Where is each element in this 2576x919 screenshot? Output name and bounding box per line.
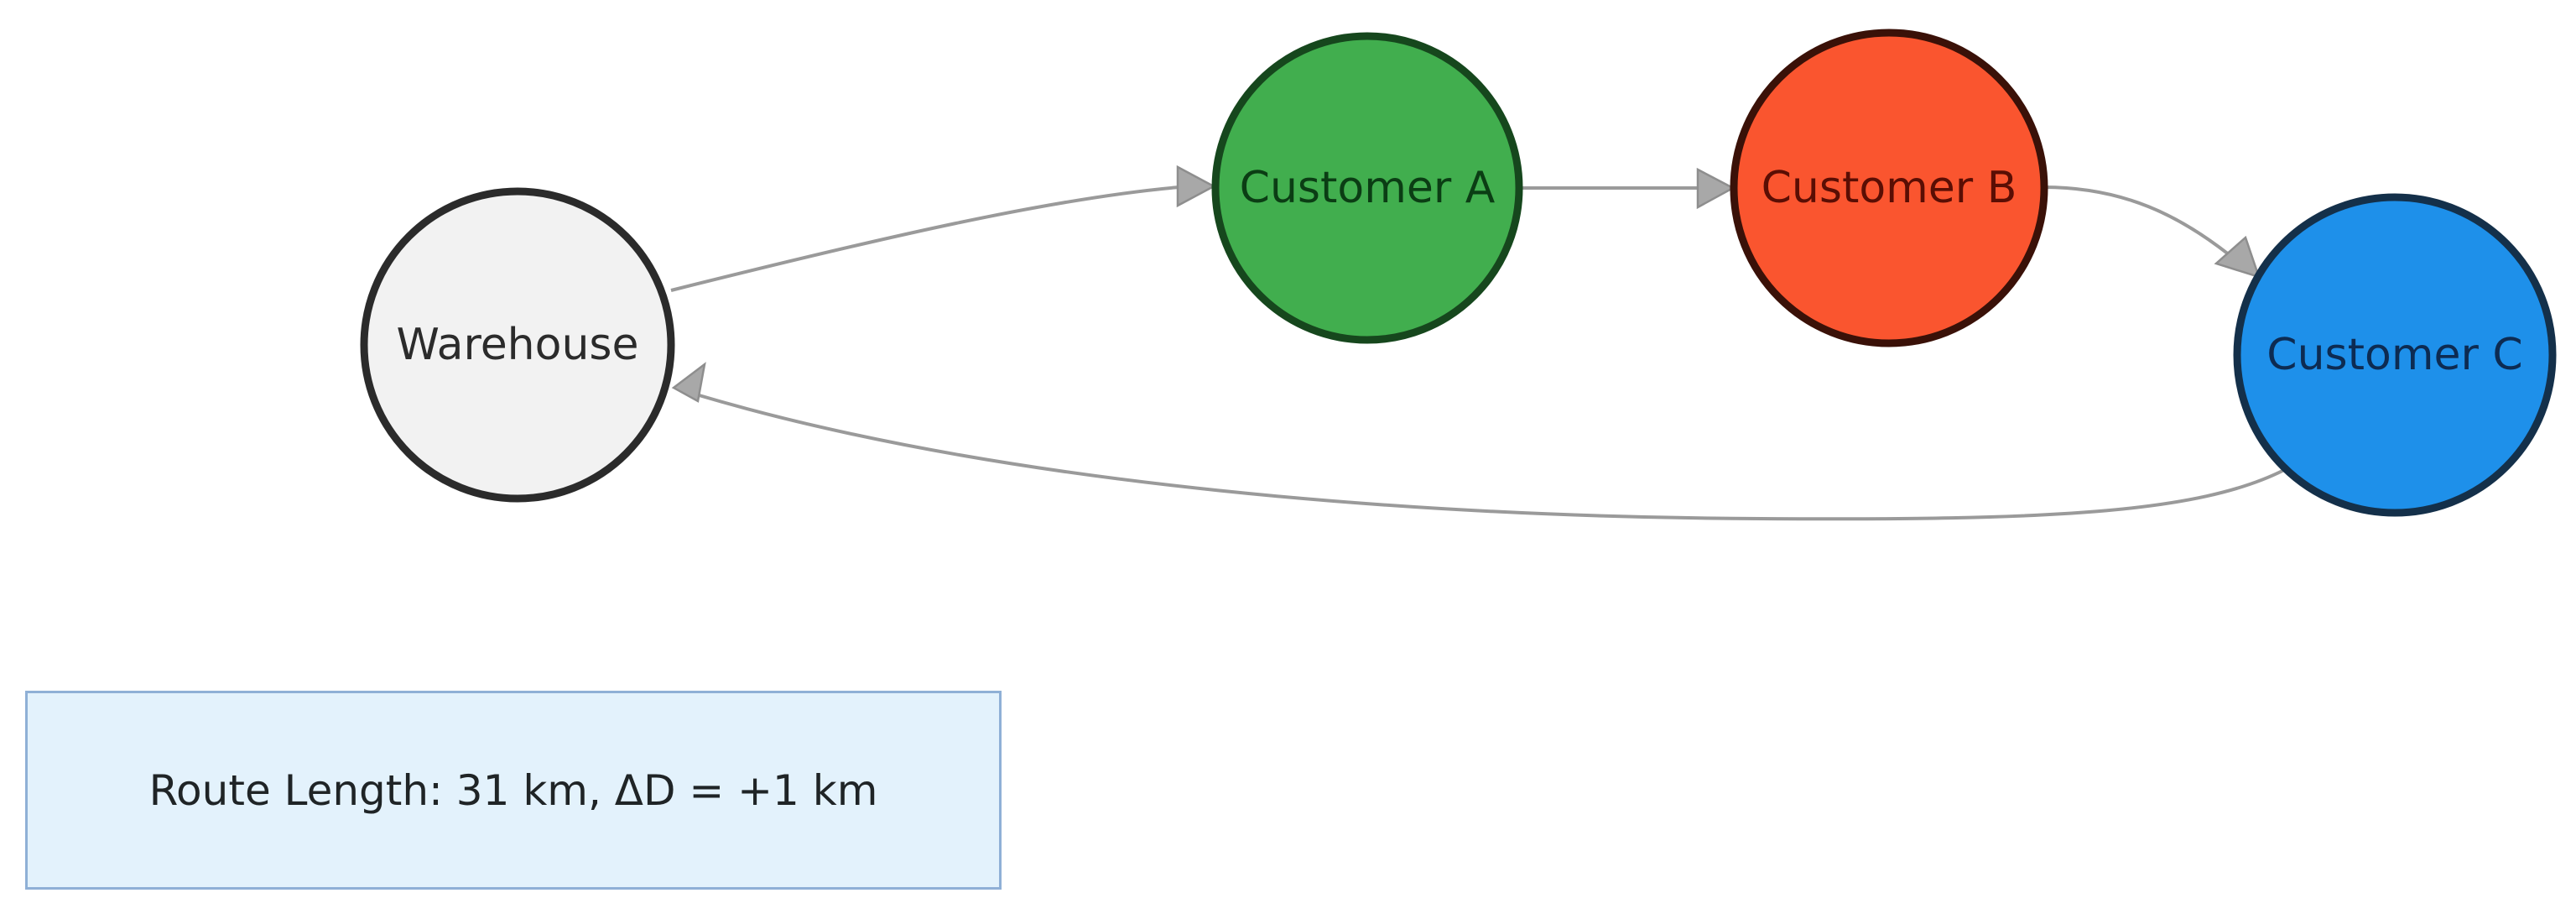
node-warehouse-label: Warehouse: [397, 320, 639, 370]
node-customer-b-label: Customer B: [1762, 163, 2017, 213]
node-customer-b[interactable]: Customer B: [1730, 29, 2048, 347]
edge-layer: [670, 164, 2285, 521]
route-summary-text: Route Length: 31 km, ΔD = +1 km: [148, 765, 878, 815]
node-warehouse-circle: [360, 187, 675, 503]
edge-customer-c-to-warehouse[interactable]: [671, 362, 2285, 521]
edge-customer-a-to-customer-b-arrowhead: [1696, 167, 1736, 210]
node-customer-a[interactable]: Customer A: [1211, 32, 1523, 344]
edge-customer-b-to-customer-c[interactable]: [2039, 185, 2261, 279]
edge-warehouse-to-customer-a-arrowhead: [1176, 164, 1216, 208]
node-customer-c[interactable]: Customer C: [2233, 193, 2557, 517]
node-warehouse[interactable]: Warehouse: [360, 187, 675, 503]
edge-warehouse-to-customer-a[interactable]: [670, 164, 1216, 292]
edge-warehouse-to-customer-a-line: [670, 185, 1190, 292]
node-layer: Warehouse Customer A Customer B Customer…: [360, 29, 2557, 517]
node-customer-c-circle: [2233, 193, 2557, 517]
edge-customer-c-to-warehouse-line: [695, 393, 2285, 521]
node-customer-a-label: Customer A: [1240, 163, 1496, 213]
node-customer-b-circle: [1730, 29, 2048, 347]
node-customer-a-circle: [1211, 32, 1523, 344]
node-customer-c-label: Customer C: [2266, 330, 2522, 380]
edge-customer-c-to-warehouse-arrowhead: [671, 362, 706, 403]
edge-customer-b-to-customer-c-arrowhead: [2214, 235, 2261, 279]
route-summary-box: Route Length: 31 km, ΔD = +1 km: [25, 691, 1002, 890]
edge-customer-a-to-customer-b[interactable]: [1520, 167, 1736, 210]
edge-customer-b-to-customer-c-line: [2039, 185, 2240, 264]
